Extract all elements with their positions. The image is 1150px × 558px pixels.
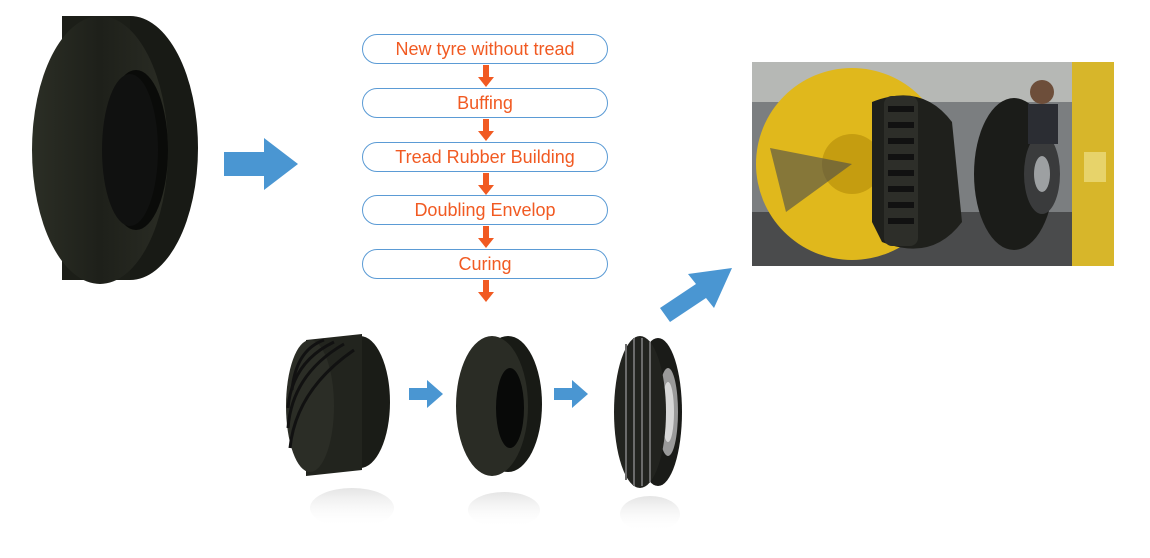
machine-photo-icon [752, 62, 1114, 266]
arrow-right-icon [660, 266, 732, 326]
step-label: Doubling Envelop [414, 200, 555, 221]
step-curing: Curing [362, 249, 608, 279]
arrow-right-icon [224, 138, 298, 190]
treaded-tyre-icon [606, 334, 688, 540]
step-label: Tread Rubber Building [395, 147, 574, 168]
step-doubling-envelop: Doubling Envelop [362, 195, 608, 225]
arrow-right-icon [409, 380, 443, 408]
tread-band-icon [282, 330, 394, 540]
step-new-tyre: New tyre without tread [362, 34, 608, 64]
step-label: Curing [458, 254, 511, 275]
step-tread-building: Tread Rubber Building [362, 142, 608, 172]
arrow-down-icon [476, 173, 496, 197]
arrow-down-icon [476, 280, 496, 304]
arrow-down-icon [476, 65, 496, 89]
arrow-down-icon [476, 119, 496, 143]
arrow-right-icon [554, 380, 588, 408]
step-buffing: Buffing [362, 88, 608, 118]
step-label: Buffing [457, 93, 513, 114]
smooth-tyre-icon [18, 8, 198, 290]
step-label: New tyre without tread [395, 39, 574, 60]
arrow-down-icon [476, 226, 496, 250]
casing-icon [452, 334, 544, 540]
